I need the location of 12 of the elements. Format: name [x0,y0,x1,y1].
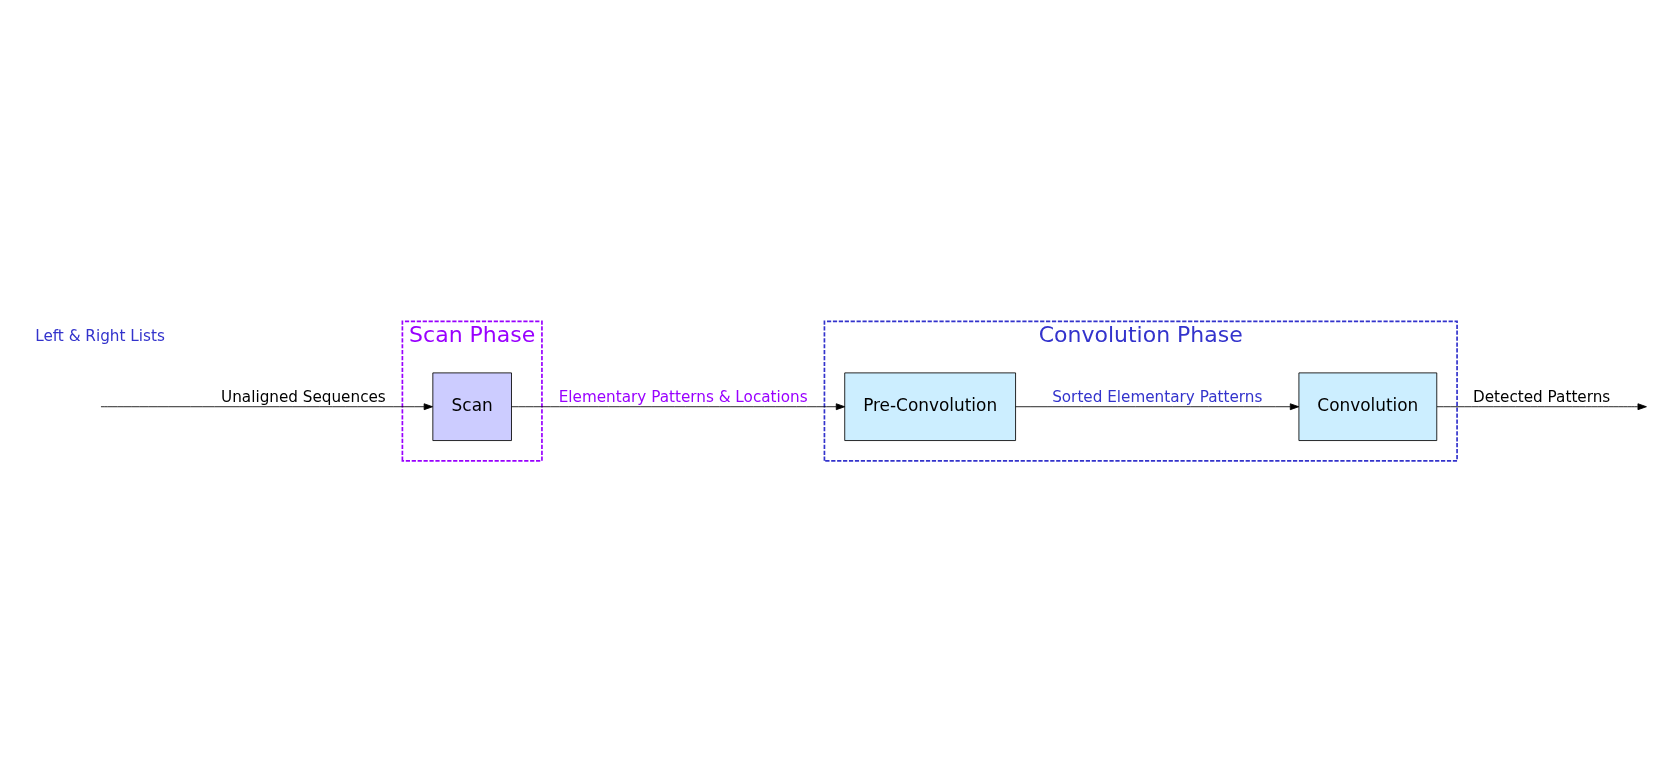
edge-label: Elementary Patterns & Locations [558,387,808,406]
arrow [1015,403,1300,411]
node-box: Pre-Convolution [844,372,1016,441]
node-box: Scan [432,372,512,441]
label: Left & Right Lists [35,327,165,346]
arrow [100,403,433,411]
edge-label: Detected Patterns [1472,387,1611,406]
edge-label: Sorted Elementary Patterns [1052,387,1263,406]
arrow [1436,403,1647,411]
node-box: Convolution [1298,372,1438,441]
edge-label: Unaligned Sequences [221,387,386,406]
arrow [511,403,846,411]
